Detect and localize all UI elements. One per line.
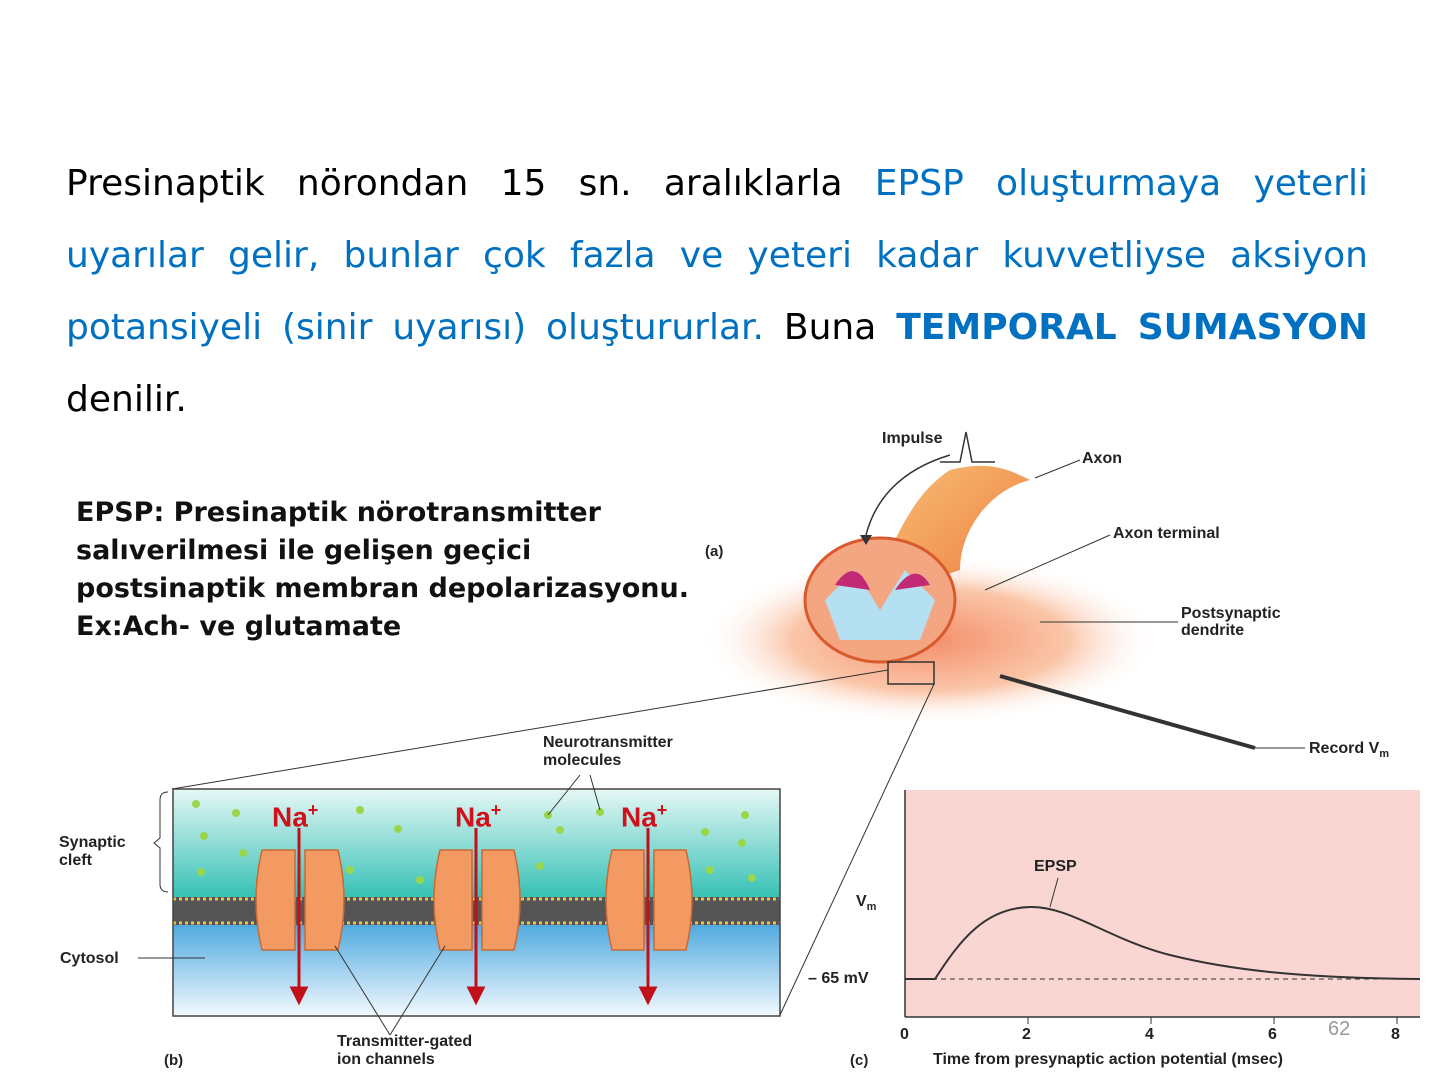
graph-xlabel: Time from presynaptic action potential (… (933, 1051, 1284, 1068)
xtick-0: 0 (900, 1026, 909, 1043)
def-line2: salıverilmesi ile gelişen geçici (76, 535, 532, 566)
label-transmitter-gated: Transmitter-gated (337, 1033, 473, 1050)
label-record-vm: Record Vm (1309, 740, 1390, 761)
label-cleft: cleft (59, 852, 92, 869)
label-neurotransmitter: Neurotransmitter (543, 734, 673, 751)
panel-c-tag: (c) (850, 1052, 869, 1069)
main-paragraph: Presinaptik nörondan 15 sn. aralıklarla … (66, 148, 1368, 436)
paragraph-part2: EPSP oluşturmaya yeterli uyarılar gelir,… (66, 163, 1368, 348)
temporal-sumasyon-term: TEMPORAL SUMASYON (896, 307, 1369, 348)
label-axon-terminal: Axon terminal (1113, 525, 1220, 542)
def-line4: Ex:Ach- ve glutamate (76, 611, 402, 642)
panel-c-epsp-graph (904, 790, 1421, 1024)
na-ion-label-3: Na+ (621, 800, 668, 833)
panel-a-illustration (171, 431, 1305, 1016)
page-number: 62 (1328, 1018, 1351, 1040)
graph-ylabel: Vm (856, 893, 877, 914)
graph-epsp-label: EPSP (1034, 858, 1077, 875)
label-axon: Axon (1082, 450, 1122, 467)
xtick-6: 6 (1268, 1026, 1277, 1043)
label-molecules: molecules (543, 752, 622, 769)
label-cytosol: Cytosol (60, 950, 119, 967)
def-line1: : Presinaptik nörotransmitter (153, 497, 601, 528)
xtick-4: 4 (1145, 1026, 1154, 1043)
paragraph-part3: Buna (764, 307, 897, 348)
epsp-term: EPSP (76, 497, 154, 528)
xtick-2: 2 (1022, 1026, 1031, 1043)
graph-baseline-label: – 65 mV (808, 970, 869, 987)
label-dendrite: dendrite (1181, 622, 1245, 639)
def-line3: postsinaptik membran depolarizasyonu. (76, 573, 689, 604)
na-ion-label-2: Na+ (455, 800, 502, 833)
paragraph-part1: Presinaptik nörondan 15 sn. aralıklarla (66, 163, 875, 204)
epsp-definition: EPSP: Presinaptik nörotransmitter salıve… (76, 494, 696, 646)
label-ion-channels: ion channels (337, 1051, 435, 1068)
panel-a-tag: (a) (705, 543, 724, 560)
paragraph-part5: denilir. (66, 379, 187, 420)
label-synaptic: Synaptic (59, 834, 126, 851)
xtick-8: 8 (1391, 1026, 1400, 1043)
label-postsynaptic: Postsynaptic (1181, 605, 1281, 622)
panel-b-membrane (138, 774, 781, 1036)
ion-channels (255, 849, 693, 951)
panel-b-tag: (b) (164, 1052, 184, 1069)
na-ion-label-1: Na+ (272, 800, 319, 833)
label-impulse: Impulse (882, 430, 943, 447)
